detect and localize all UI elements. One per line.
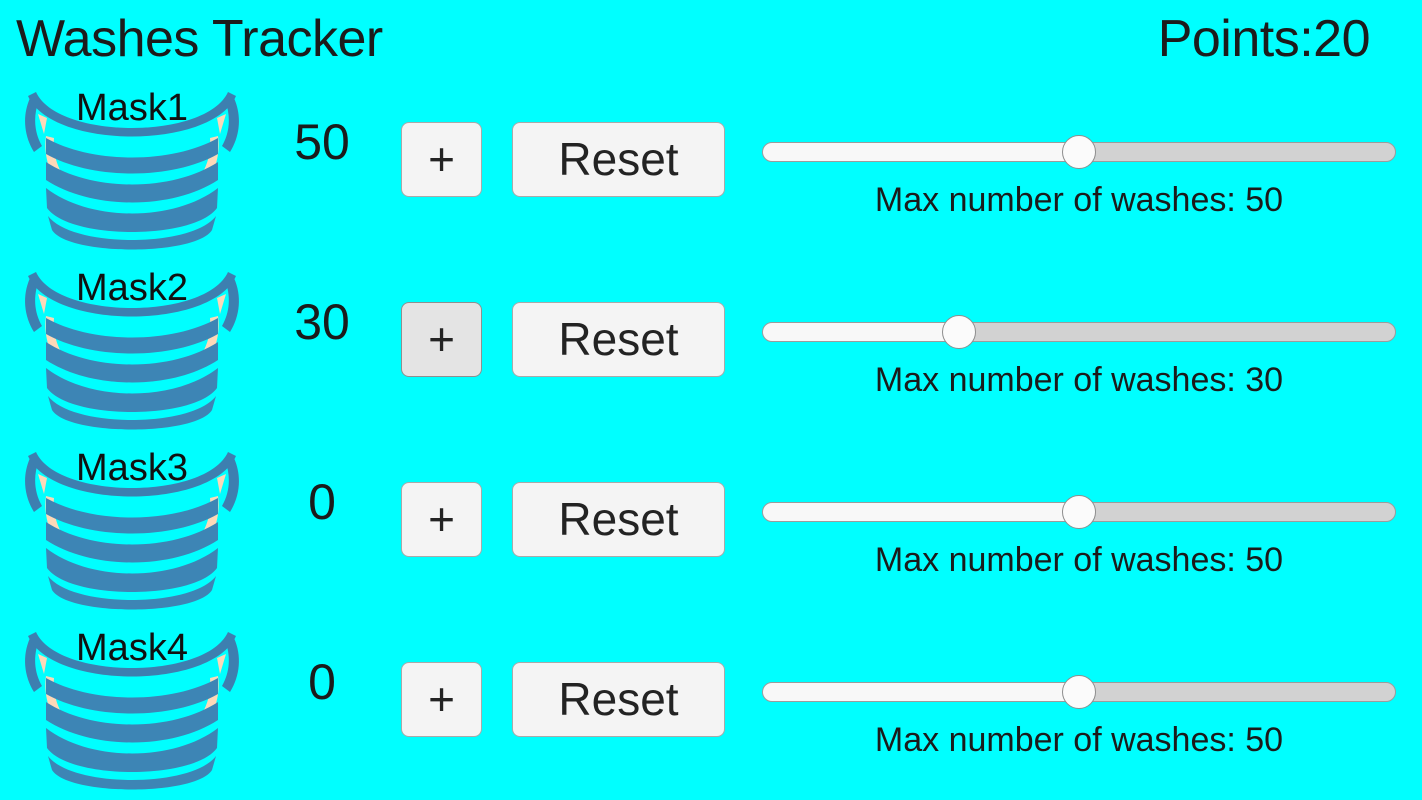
slider-label-4: Max number of washes: 50: [874, 721, 1284, 759]
reset-button-2[interactable]: Reset: [512, 302, 725, 377]
face-mask-icon: [25, 452, 239, 610]
face-mask-icon: [25, 92, 239, 250]
slider-thumb[interactable]: [1062, 135, 1096, 169]
mask-row-1: Mask1 50 + Reset Max number of washes: 5…: [0, 80, 1422, 260]
slider-label-1: Max number of washes: 50: [874, 181, 1284, 219]
wash-count-value: 30: [294, 294, 350, 350]
face-mask-icon: [25, 632, 239, 790]
max-washes-slider-4[interactable]: [762, 675, 1396, 709]
increment-button-2[interactable]: +: [401, 302, 482, 377]
mask-figure: Mask1: [8, 80, 256, 260]
slider-thumb[interactable]: [1062, 495, 1096, 529]
increment-button-1[interactable]: +: [401, 122, 482, 197]
mask-figure: Mask2: [8, 260, 256, 440]
slider-area: Max number of washes: 30: [762, 260, 1402, 440]
slider-area: Max number of washes: 50: [762, 620, 1402, 800]
increment-button-4[interactable]: +: [401, 662, 482, 737]
mask-row-3: Mask3 0 + Reset Max number of washes: 50: [0, 440, 1422, 620]
app-header: Washes Tracker Points:20: [0, 0, 1422, 80]
slider-thumb[interactable]: [941, 315, 976, 349]
slider-fill: [763, 323, 959, 341]
page-title: Washes Tracker: [16, 10, 383, 68]
mask-row-4: Mask4 0 + Reset Max number of washes: 50: [0, 620, 1422, 800]
slider-area: Max number of washes: 50: [762, 440, 1402, 620]
wash-count-value: 0: [308, 654, 336, 710]
mask-figure: Mask4: [8, 620, 256, 800]
slider-area: Max number of washes: 50: [762, 80, 1402, 260]
wash-count-value: 0: [308, 474, 336, 530]
mask-figure: Mask3: [8, 440, 256, 620]
slider-label-3: Max number of washes: 50: [874, 541, 1284, 579]
reset-button-4[interactable]: Reset: [512, 662, 725, 737]
slider-fill: [763, 143, 1079, 161]
points-display: Points:20: [1157, 10, 1371, 68]
slider-fill: [763, 503, 1079, 521]
slider-fill: [763, 683, 1079, 701]
slider-thumb[interactable]: [1062, 675, 1096, 709]
max-washes-slider-1[interactable]: [762, 135, 1396, 169]
max-washes-slider-3[interactable]: [762, 495, 1396, 529]
max-washes-slider-2[interactable]: [762, 315, 1396, 349]
face-mask-icon: [25, 272, 239, 430]
reset-button-1[interactable]: Reset: [512, 122, 725, 197]
reset-button-3[interactable]: Reset: [512, 482, 725, 557]
increment-button-3[interactable]: +: [401, 482, 482, 557]
mask-row-2: Mask2 30 + Reset Max number of washes: 3…: [0, 260, 1422, 440]
slider-label-2: Max number of washes: 30: [874, 361, 1284, 399]
wash-count-value: 50: [294, 114, 350, 170]
slider-track[interactable]: [762, 322, 1396, 342]
